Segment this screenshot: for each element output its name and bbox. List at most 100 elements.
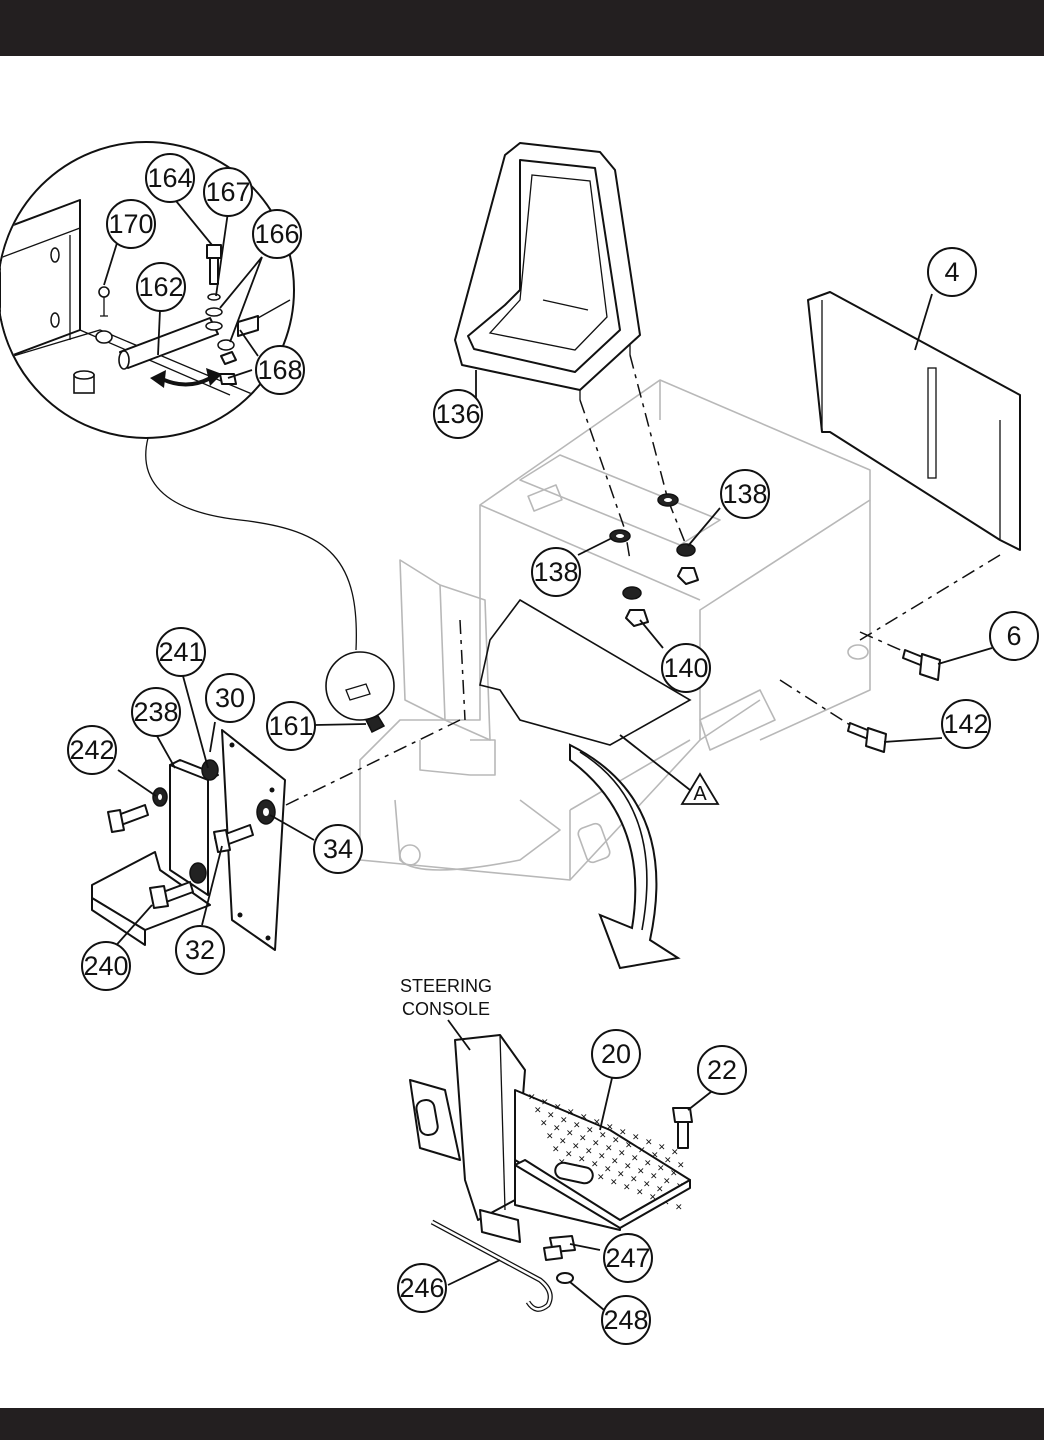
- tread-mark: ✕: [591, 1160, 599, 1170]
- tread-mark: ✕: [579, 1134, 587, 1144]
- svg-text:162: 162: [138, 272, 183, 302]
- callout-246: 246: [397, 1263, 447, 1313]
- callout-4: 4: [927, 247, 977, 297]
- tread-mark: ✕: [649, 1193, 657, 1203]
- callout-242: 242: [67, 725, 117, 775]
- tread-mark: ✕: [546, 1132, 554, 1142]
- callout-166: 166: [252, 209, 302, 259]
- svg-text:238: 238: [133, 697, 178, 727]
- svg-text:248: 248: [603, 1305, 648, 1335]
- header-bar: [0, 0, 1044, 56]
- svg-text:247: 247: [605, 1243, 650, 1273]
- tread-mark: ✕: [534, 1106, 542, 1116]
- tread-mark: ✕: [657, 1164, 665, 1174]
- callout-161: 161: [266, 701, 316, 751]
- callout-168: 168: [255, 345, 305, 395]
- steering-console-assembly: ✕✕✕✕✕✕✕✕✕✕✕✕✕✕✕✕✕✕✕✕✕✕✕✕✕✕✕✕✕✕✕✕✕✕✕✕✕✕✕✕…: [409, 1034, 693, 1312]
- footer-bar: [0, 1408, 1044, 1440]
- tread-mark: ✕: [580, 1113, 588, 1123]
- seat-dash-right: [629, 354, 687, 546]
- svg-text:20: 20: [601, 1039, 631, 1069]
- svg-text:6: 6: [1006, 621, 1021, 651]
- svg-text:240: 240: [83, 951, 128, 981]
- callout-20: 20: [591, 1029, 641, 1079]
- tread-mark: ✕: [610, 1178, 618, 1188]
- callout-247: 247: [603, 1233, 653, 1283]
- svg-text:241: 241: [158, 637, 203, 667]
- panel-dash: [859, 554, 1001, 641]
- tread-mark: ✕: [541, 1098, 549, 1108]
- tread-mark: ✕: [671, 1148, 679, 1158]
- callout-32: 32: [175, 925, 225, 975]
- callout-138-right: 138: [720, 469, 770, 519]
- tread-mark: ✕: [540, 1119, 548, 1129]
- inset-connector-line: [145, 437, 357, 651]
- svg-text:246: 246: [399, 1273, 444, 1303]
- svg-text:138: 138: [722, 479, 767, 509]
- tread-mark: ✕: [611, 1157, 619, 1167]
- svg-text:168: 168: [257, 355, 302, 385]
- svg-text:242: 242: [69, 735, 114, 765]
- tread-mark: ✕: [598, 1152, 606, 1162]
- callout-30: 30: [205, 673, 255, 723]
- tread-mark: ✕: [677, 1161, 685, 1171]
- tread-mark: ✕: [623, 1183, 631, 1193]
- mount-dash: [285, 719, 461, 806]
- tread-mark: ✕: [637, 1167, 645, 1177]
- svg-text:138: 138: [533, 557, 578, 587]
- callout-241: 241: [156, 627, 206, 677]
- tread-mark: ✕: [631, 1154, 639, 1164]
- tread-mark: ✕: [612, 1136, 620, 1146]
- tread-mark: ✕: [553, 1124, 561, 1134]
- svg-text:A: A: [693, 783, 707, 805]
- tread-mark: ✕: [662, 1198, 670, 1208]
- nut-161: [364, 715, 386, 734]
- svg-text:166: 166: [254, 219, 299, 249]
- callout-238: 238: [131, 687, 181, 737]
- svg-text:161: 161: [268, 711, 313, 741]
- tread-mark: ✕: [675, 1203, 683, 1213]
- svg-text:30: 30: [215, 683, 245, 713]
- tread-mark: ✕: [597, 1173, 605, 1183]
- tread-mark: ✕: [586, 1126, 594, 1136]
- tread-mark: ✕: [651, 1151, 659, 1161]
- tread-mark: ✕: [624, 1162, 632, 1172]
- callout-138-left: 138: [531, 547, 581, 597]
- tread-mark: ✕: [585, 1147, 593, 1157]
- svg-text:32: 32: [185, 935, 215, 965]
- tread-mark: ✕: [670, 1169, 678, 1179]
- callout-167: 167: [203, 167, 253, 217]
- svg-text:142: 142: [943, 709, 988, 739]
- tread-mark: ✕: [592, 1139, 600, 1149]
- tread-mark: ✕: [656, 1185, 664, 1195]
- tread-mark: ✕: [547, 1111, 555, 1121]
- tread-mark: ✕: [593, 1118, 601, 1128]
- tread-mark: ✕: [573, 1121, 581, 1131]
- tread-mark: ✕: [566, 1129, 574, 1139]
- tread-mark: ✕: [560, 1116, 568, 1126]
- tread-mark: ✕: [643, 1180, 651, 1190]
- tread-mark: ✕: [663, 1177, 671, 1187]
- callout-170: 170: [106, 199, 156, 249]
- tread-mark: ✕: [644, 1159, 652, 1169]
- transition-arrow: [569, 743, 681, 970]
- svg-text:136: 136: [435, 399, 480, 429]
- svg-text:167: 167: [205, 177, 250, 207]
- seat: [454, 142, 641, 400]
- callout-162: 162: [136, 262, 186, 312]
- tread-mark: ✕: [617, 1170, 625, 1180]
- tread-mark: ✕: [650, 1172, 658, 1182]
- tread-mark: ✕: [664, 1156, 672, 1166]
- callout-140: 140: [661, 643, 711, 693]
- tread-mark: ✕: [618, 1149, 626, 1159]
- seat-dash-left: [579, 399, 631, 561]
- svg-text:4: 4: [944, 257, 959, 287]
- leader-lines: [103, 195, 993, 1311]
- tread-mark: ✕: [559, 1137, 567, 1147]
- rear-mount-assembly: [91, 729, 286, 951]
- tread-mark: ✕: [606, 1123, 614, 1133]
- tread-mark: ✕: [632, 1133, 640, 1143]
- svg-text:34: 34: [323, 834, 353, 864]
- callout-142: 142: [941, 699, 991, 749]
